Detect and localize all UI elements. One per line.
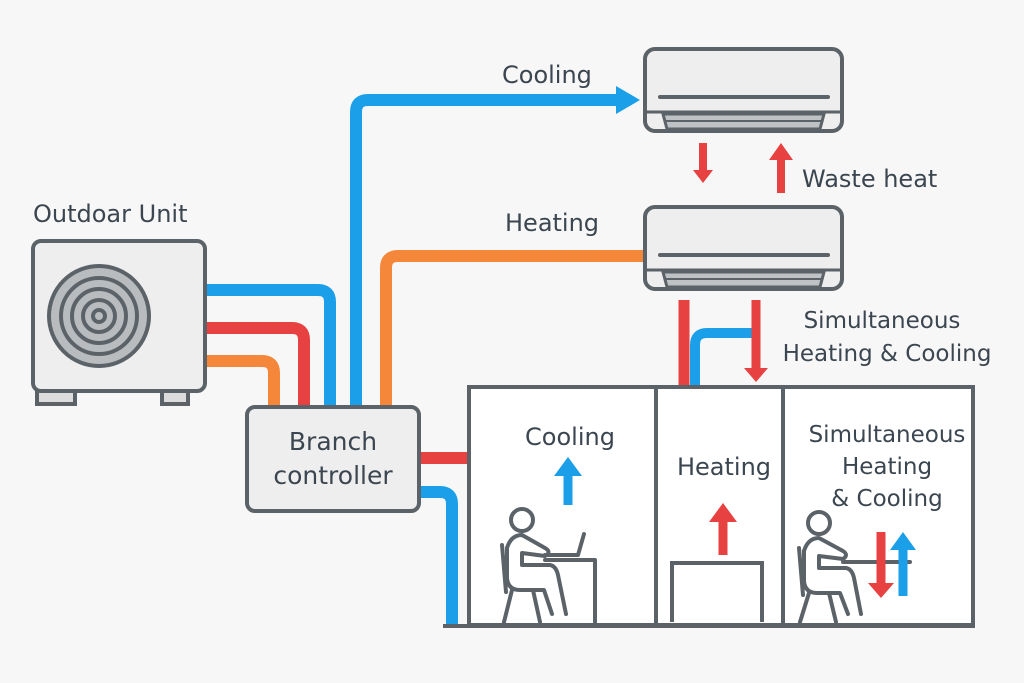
simultaneous-room-label-line3: & Cooling: [831, 486, 942, 512]
indoor-unit-heating: [643, 205, 844, 291]
outdoor-pipes: [205, 284, 336, 408]
indoor-unit-cooling: [643, 47, 844, 133]
heating-pipe-label: Heating: [505, 209, 599, 237]
table-icon: [670, 561, 764, 622]
outdoor-unit: [31, 239, 207, 406]
pipe-cooling-to-rooms: [418, 486, 458, 624]
branch-controller-label-line1: Branch: [289, 427, 377, 456]
outdoor-unit-label: Outdoar Unit: [33, 200, 188, 228]
cooling-pipe-label: Cooling: [502, 61, 592, 89]
heating-room: Heating: [670, 453, 771, 622]
simultaneous-room-label-line2: Heating: [842, 454, 932, 480]
simultaneous-label-line1: Simultaneous: [804, 308, 961, 334]
waste-heat-label: Waste heat: [802, 165, 937, 193]
cooling-room-label: Cooling: [525, 423, 615, 451]
branch-controller-label-line2: controller: [273, 461, 393, 490]
pipe-cooling-outdoor: [205, 284, 336, 408]
heating-room-label: Heating: [677, 453, 771, 481]
fan-icon: [47, 264, 151, 368]
branch-controller: [245, 405, 421, 513]
simultaneous-pipes: [678, 300, 768, 385]
cooling-room: Cooling: [500, 423, 615, 624]
simultaneous-label-line2: Heating & Cooling: [783, 341, 992, 367]
waste-heat-arrows: [693, 143, 793, 193]
pipe-heating-to-indoor: [380, 250, 646, 408]
pipe-heating-outdoor: [205, 322, 310, 408]
cooling-flow-arrowhead: [616, 86, 640, 114]
pipe-cooling-to-indoor: [350, 94, 618, 408]
pipe-heatline-outdoor: [205, 355, 280, 408]
person-with-laptop-icon: [500, 507, 597, 624]
simultaneous-room-label-line1: Simultaneous: [809, 422, 966, 448]
simultaneous-room: Simultaneous Heating & Cooling: [797, 422, 966, 624]
